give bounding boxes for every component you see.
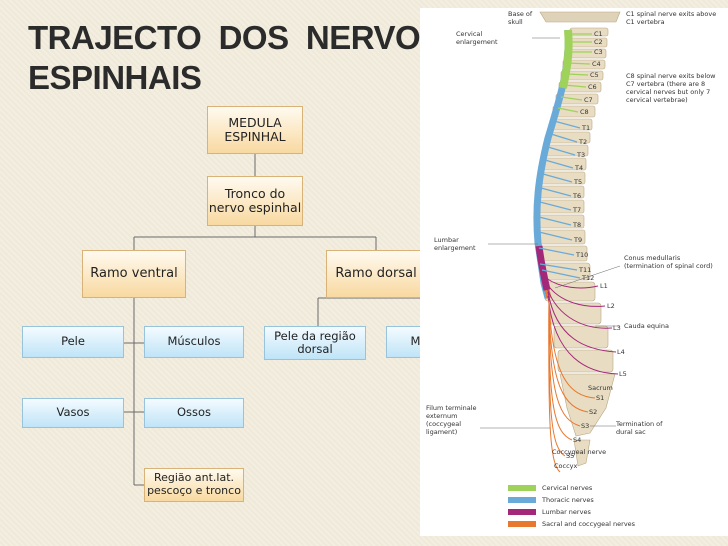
vertebra-label: T7	[573, 206, 582, 214]
legend-cervical: Cervical nerves	[508, 484, 592, 492]
vasos-label: Vasos	[56, 405, 90, 420]
legend-label: Cervical nerves	[542, 484, 593, 492]
ossos-box: Ossos	[144, 398, 244, 428]
medula-espinhal-box: MEDULA ESPINHAL	[207, 106, 303, 154]
vertebra-label: S5	[566, 452, 575, 460]
vertebra-label: T1	[582, 124, 591, 132]
vertebra-label: L3	[613, 324, 621, 332]
label-filum: Filum terminale externum (coccygeal liga…	[426, 404, 477, 436]
ossos-label: Ossos	[176, 405, 212, 420]
legend-swatch	[508, 485, 536, 491]
vertebra-label: L1	[600, 282, 608, 290]
vertebra-label: S1	[596, 394, 605, 402]
label-c8-note: C8 spinal nerve exits below C7 vertebra …	[626, 72, 716, 104]
pele-dorsal-box: Pele da região dorsal	[264, 326, 366, 360]
label-conus: Conus medullaris (termination of spinal …	[624, 254, 713, 270]
vertebra-label: C4	[592, 60, 601, 68]
vertebra-label: C5	[590, 71, 599, 79]
vertebra-label: T6	[573, 192, 582, 200]
pele-box: Pele	[22, 326, 124, 358]
label-dural-sac: Termination of dural sac	[616, 420, 663, 436]
vertebra-label: T3	[577, 151, 586, 159]
legend-swatch	[508, 509, 536, 515]
slide-title-line1: TRAJECTO DOS NERVOS	[28, 19, 442, 56]
musculos-ventral-box: Músculos	[144, 326, 244, 358]
label-lumbar-enlargement: Lumbar enlargement	[434, 236, 476, 252]
legend-thoracic: Thoracic nerves	[508, 496, 594, 504]
label-sacrum: Sacrum	[588, 384, 613, 392]
ramo-ventral-box: Ramo ventral	[82, 250, 186, 298]
ramo-dorsal-label: Ramo dorsal	[335, 265, 417, 281]
spinal-column-illustration	[480, 11, 621, 473]
pele-dorsal-label: Pele da região dorsal	[274, 328, 356, 356]
vertebra-label: L5	[619, 370, 627, 378]
label-coccyx: Coccyx	[554, 462, 578, 470]
label-c1-note: C1 spinal nerve exits above C1 vertebra	[626, 10, 717, 26]
vertebra-label: L2	[607, 302, 615, 310]
vertebra-label: S2	[589, 408, 598, 416]
legend-sacral: Sacral and coccygeal nerves	[508, 520, 635, 528]
label-cauda: Cauda equina	[624, 322, 669, 330]
vertebra-label: T4	[575, 164, 584, 172]
vertebra-label: T9	[574, 236, 583, 244]
label-cervical-enlargement: Cervical enlargement	[456, 30, 498, 46]
legend-swatch	[508, 497, 536, 503]
vertebra-label: L4	[617, 348, 625, 356]
legend-label: Sacral and coccygeal nerves	[542, 520, 636, 528]
medula-espinhal-label: MEDULA ESPINHAL	[224, 114, 286, 144]
vertebra-label: C3	[594, 48, 603, 56]
vertebra-label: C2	[594, 38, 603, 46]
vertebra-label: T2	[579, 138, 588, 146]
vertebra-label: C7	[584, 96, 593, 104]
vertebra-label: C1	[594, 30, 603, 38]
regiao-label: Região ant.lat. pescoço e tronco	[147, 471, 241, 497]
legend-label: Lumbar nerves	[542, 508, 591, 516]
vertebra-label: S3	[581, 422, 590, 430]
regiao-box: Região ant.lat. pescoço e tronco	[144, 468, 244, 502]
musculos-ventral-label: Músculos	[167, 334, 221, 349]
ramo-ventral-label: Ramo ventral	[90, 265, 178, 281]
ramo-dorsal-box: Ramo dorsal	[326, 250, 426, 298]
slide-title: TRAJECTO DOS NERVOS ESPINHAIS	[28, 18, 442, 98]
tronco-nervo-label: Tronco do nervo espinhal	[208, 185, 302, 215]
pele-label: Pele	[61, 334, 85, 349]
legend-swatch	[508, 521, 536, 527]
vertebra-label: T5	[574, 178, 583, 186]
vertebra-label: C8	[580, 108, 589, 116]
spinal-nerves-figure: Base of skull Cervical enlargement C1 sp…	[420, 8, 728, 536]
vertebra-label: T10	[576, 251, 589, 259]
label-coccygeal-nerve: Coccygeal nerve	[552, 448, 607, 456]
tronco-nervo-box: Tronco do nervo espinhal	[207, 176, 303, 226]
vertebra-label: S4	[573, 436, 582, 444]
vertebra-label: C6	[588, 83, 597, 91]
vertebra-label: T12	[582, 274, 595, 282]
vertebra-label: T8	[573, 221, 582, 229]
label-base-skull: Base of skull	[508, 10, 533, 26]
vasos-box: Vasos	[22, 398, 124, 428]
vertebra-label: T11	[579, 266, 592, 274]
legend-label: Thoracic nerves	[542, 496, 594, 504]
slide-title-line2: ESPINHAIS	[28, 59, 202, 96]
legend-lumbar: Lumbar nerves	[508, 508, 591, 516]
